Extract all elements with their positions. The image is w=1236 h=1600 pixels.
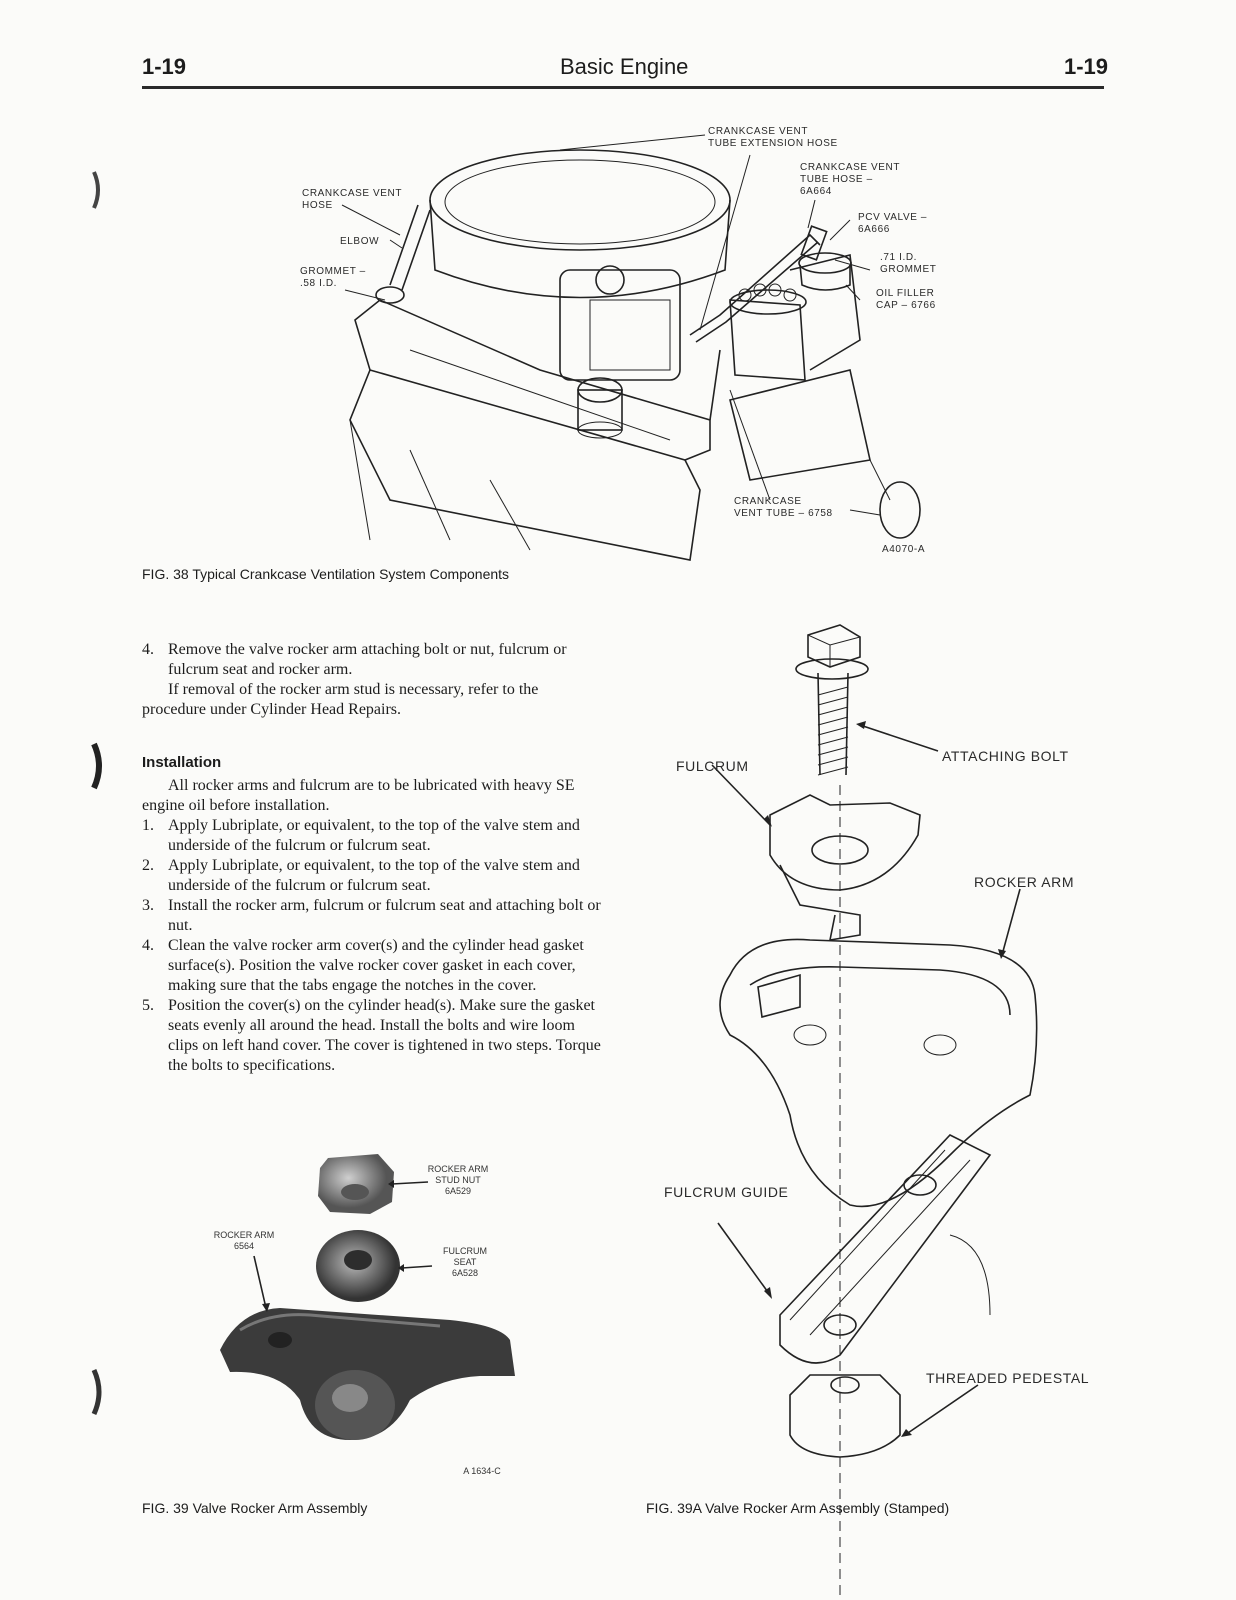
label-grommet-71: .71 I.D. GROMMET: [880, 252, 937, 275]
label-fulcrum-seat: FULCRUM SEAT 6A528: [443, 1246, 487, 1278]
installation-heading: Installation: [142, 754, 222, 771]
installation-intro: All rocker arms and fulcrum are to be lu…: [142, 777, 575, 814]
binder-mark-bottom: [91, 1368, 102, 1416]
fig39-code: A 1634-C: [463, 1466, 501, 1476]
list-item: 4.Clean the valve rocker arm cover(s) an…: [142, 937, 584, 994]
label-oil-filler-cap: OIL FILLER CAP – 6766: [876, 288, 936, 311]
fig38-caption: FIG. 38 Typical Crankcase Ventilation Sy…: [142, 566, 510, 582]
label-stud-nut: ROCKER ARM STUD NUT 6A529: [427, 1164, 489, 1196]
page-number-right: 1-19: [1064, 54, 1109, 79]
page-number-left: 1-19: [142, 54, 187, 79]
list-item: 1.Apply Lubriplate, or equivalent, to th…: [142, 817, 580, 854]
label-pcv-valve: PCV VALVE – 6A666: [858, 212, 928, 235]
label-threaded-pedestal: THREADED PEDESTAL: [926, 1370, 1090, 1386]
binder-mark-mid: [91, 742, 102, 790]
label-vent-tube-hose: CRANKCASE VENT TUBE HOSE – 6A664: [800, 162, 901, 197]
binder-mark-top: [92, 171, 100, 209]
label-vent-tube: CRANKCASE VENT TUBE – 6758: [734, 496, 833, 519]
list-item: 3.Install the rocker arm, fulcrum or ful…: [142, 897, 601, 934]
fig38-code: A4070-A: [882, 544, 926, 555]
list-item: 2.Apply Lubriplate, or equivalent, to th…: [142, 857, 580, 894]
label-vent-tube-ext-hose: CRANKCASE VENT TUBE EXTENSION HOSE: [708, 126, 838, 149]
list-item: 5.Position the cover(s) on the cylinder …: [142, 997, 601, 1074]
label-fulcrum-guide: FULCRUM GUIDE: [664, 1184, 789, 1200]
step4-note: If removal of the rocker arm stud is nec…: [142, 681, 539, 718]
label-rocker-arm: ROCKER ARM: [974, 874, 1075, 890]
installation-body: All rocker arms and fulcrum are to be lu…: [142, 776, 604, 1076]
step4-text: Remove the valve rocker arm attaching bo…: [168, 641, 567, 678]
label-fulcrum: FULCRUM: [676, 758, 749, 774]
fig39a-stamped-rocker-illustration: [711, 624, 1038, 1600]
fig38-engine-illustration: [341, 134, 921, 561]
fig39a-caption: FIG. 39A Valve Rocker Arm Assembly (Stam…: [646, 1500, 950, 1516]
label-vent-hose: CRANKCASE VENT HOSE: [302, 188, 403, 211]
fig39-caption: FIG. 39 Valve Rocker Arm Assembly: [142, 1500, 368, 1516]
label-rocker-arm-6564: ROCKER ARM 6564: [213, 1230, 275, 1251]
step4-number: 4.: [142, 641, 154, 658]
label-attaching-bolt: ATTACHING BOLT: [942, 748, 1069, 764]
page-title: Basic Engine: [560, 54, 689, 79]
label-grommet-58: GROMMET – .58 I.D.: [300, 266, 366, 289]
fig39-rocker-illustration: [220, 1154, 515, 1440]
removal-step: 4. Remove the valve rocker arm attaching …: [142, 640, 604, 720]
header-rule: [142, 86, 1104, 89]
label-elbow: ELBOW: [340, 236, 380, 247]
